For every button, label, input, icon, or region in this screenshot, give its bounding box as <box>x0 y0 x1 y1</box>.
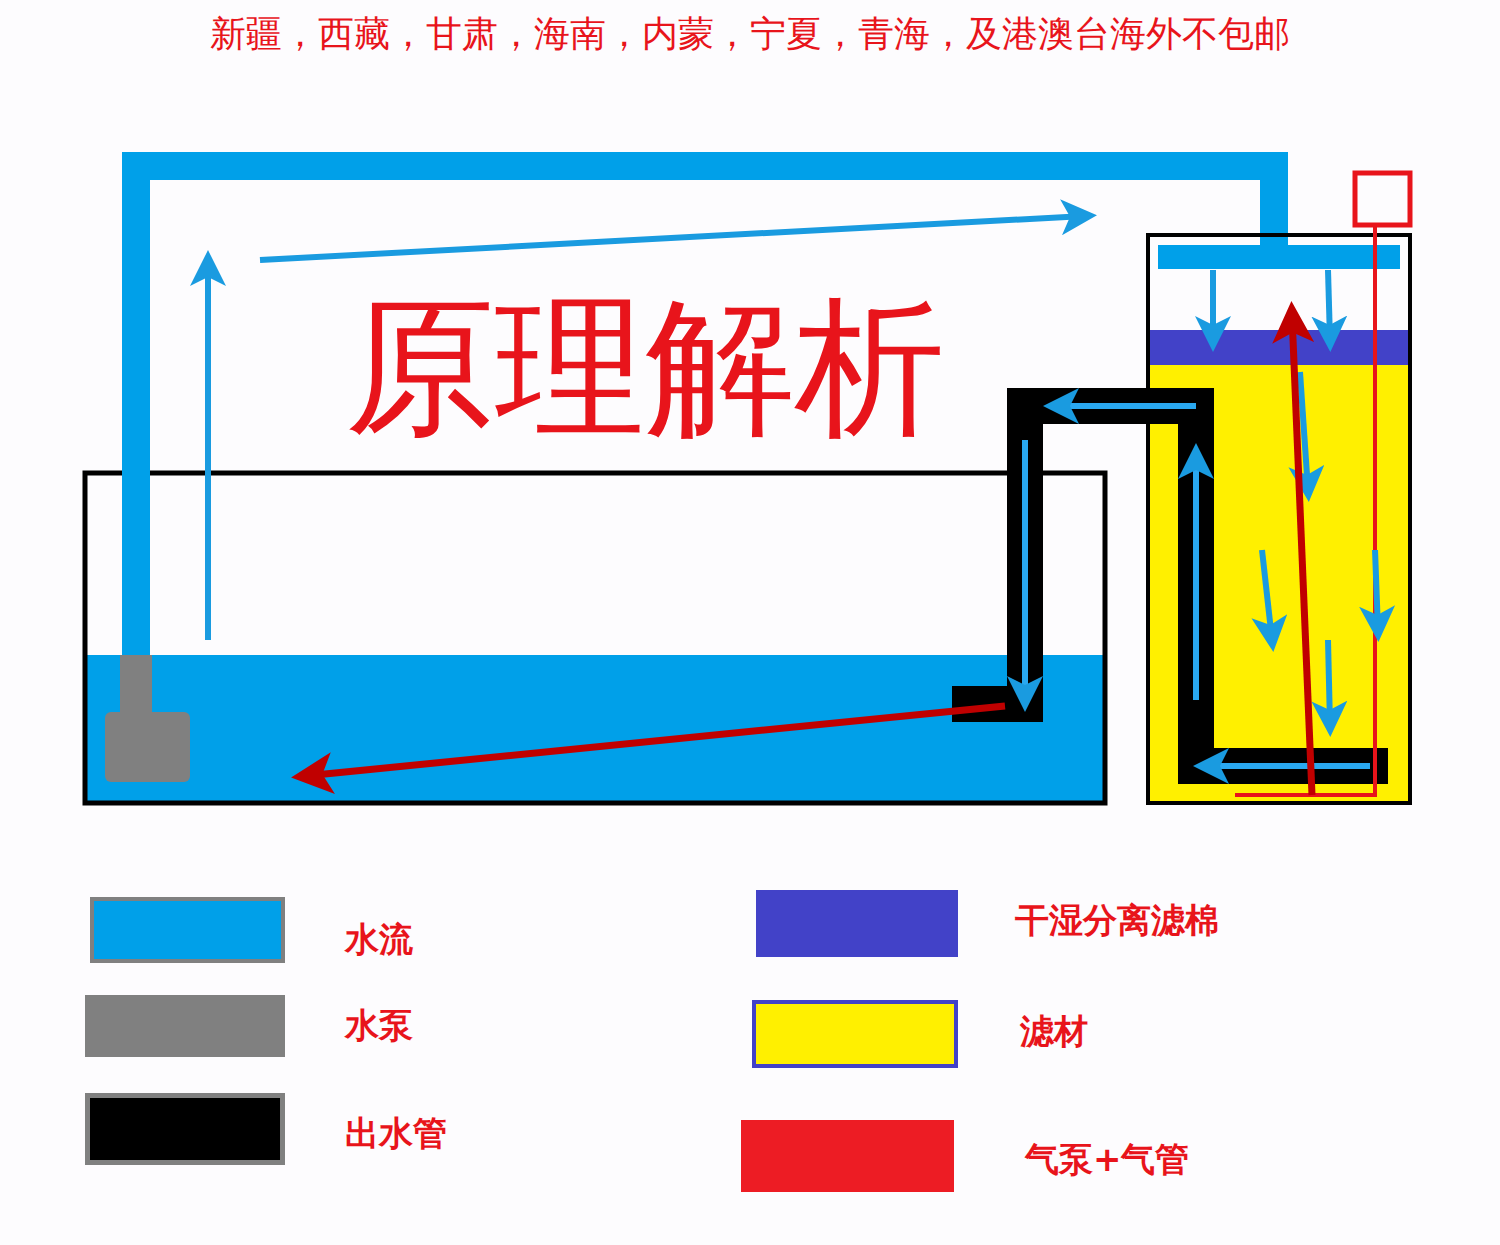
pump-neck <box>120 655 152 715</box>
spray-bar <box>1158 245 1400 269</box>
fish-tank <box>85 473 1105 803</box>
tank-water <box>87 655 1103 801</box>
legend-label: 气泵+气管 <box>1025 1142 1190 1176</box>
legend-label: 水流 <box>345 922 413 956</box>
legend-swatch <box>752 1000 958 1068</box>
dry-wet-sponge <box>1150 330 1408 365</box>
legend-label: 出水管 <box>345 1116 447 1150</box>
air-pump <box>1355 173 1410 225</box>
legend-label: 水泵 <box>345 1008 413 1042</box>
flow-arrows <box>208 216 1378 766</box>
air-tube <box>1235 225 1375 795</box>
legend-swatch <box>90 897 285 963</box>
outlet-pipe <box>952 406 1388 766</box>
shipping-note: 新疆，西藏，甘肃，海南，内蒙，宁夏，青海，及港澳台海外不包邮 <box>210 16 1290 52</box>
legend-swatch <box>741 1120 954 1192</box>
water-pump <box>105 712 190 782</box>
legend-label: 滤材 <box>1020 1014 1088 1048</box>
legend-label: 干湿分离滤棉 <box>1015 903 1219 937</box>
legend-swatch <box>85 995 285 1057</box>
legend-swatch <box>85 1093 285 1165</box>
diagram-title: 原理解析 <box>345 292 945 442</box>
legend-swatch <box>756 890 958 957</box>
